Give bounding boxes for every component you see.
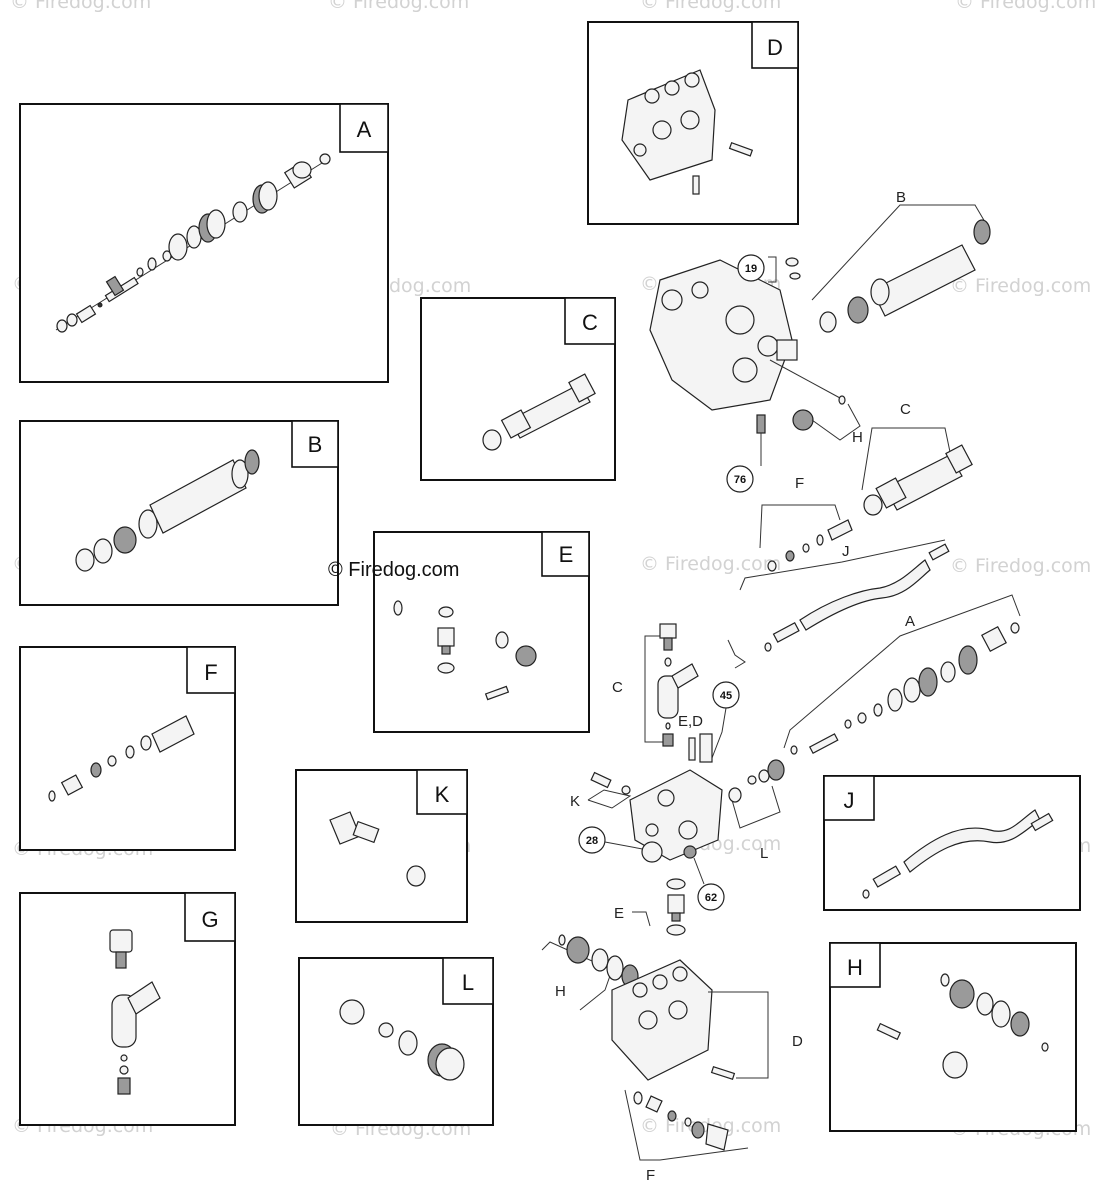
box-c-letter: C [582, 310, 598, 335]
box-a-letter: A [357, 117, 372, 142]
watermark: © Firedog.com [640, 0, 781, 13]
label-b: B [896, 189, 906, 206]
detail-box-h: H [829, 942, 1077, 1132]
lower-head-assembly: E H D F [541, 878, 803, 1184]
box-l-letter: L [462, 970, 474, 995]
bypass-fitting-parts [109, 929, 161, 1095]
outlet-tube-parts [482, 373, 596, 451]
label-f-bottom: F [646, 1167, 655, 1184]
box-k-letter: K [435, 782, 450, 807]
watermark: © Firedog.com [950, 555, 1091, 577]
callout-19: 19 [745, 263, 757, 275]
detail-box-a: A [19, 103, 389, 383]
box-b-letter: B [308, 432, 323, 457]
label-k: K [570, 793, 580, 810]
detail-box-j: J [823, 775, 1081, 911]
detail-box-e: E [373, 531, 590, 733]
watermark: © Firedog.com [955, 0, 1096, 13]
label-c-top: C [900, 401, 911, 418]
label-j: J [842, 543, 850, 560]
detail-box-g: G [19, 892, 236, 1126]
detail-box-f: F [19, 646, 236, 851]
callout-62: 62 [705, 892, 717, 904]
label-f-mid: F [795, 475, 804, 492]
callout-28: 28 [586, 835, 598, 847]
box-f-letter: F [204, 660, 217, 685]
inlet-fitting-parts [329, 811, 426, 887]
label-h: H [852, 429, 863, 446]
seal-kit-parts [339, 999, 465, 1081]
label-e: E [614, 905, 624, 922]
pump-body-assembly: B 19 H 76 [649, 189, 991, 493]
inlet-tube-parts [75, 449, 260, 572]
label-l: L [760, 845, 768, 862]
unloader-valve-parts [55, 153, 331, 333]
copyright-notice: © Firedog.com [328, 559, 459, 581]
label-d: D [792, 1033, 803, 1050]
detail-box-b: B [19, 420, 339, 606]
bypass-hose-parts [862, 809, 1054, 899]
injector-parts [48, 715, 195, 802]
detail-box-c: C [420, 297, 616, 481]
label-c-left: C [612, 679, 623, 696]
watermark: © Firedog.com [640, 553, 781, 575]
discharge-side-assembly: C F J A C [570, 401, 1021, 911]
label-e-d: E,D [678, 713, 703, 730]
box-j-letter: J [844, 788, 855, 813]
box-d-letter: D [767, 35, 783, 60]
box-h-letter: H [847, 955, 863, 980]
detail-box-d: D [587, 21, 799, 225]
detail-box-k: K [295, 769, 468, 923]
watermark: © Firedog.com [950, 275, 1091, 297]
label-a: A [905, 613, 915, 630]
check-valve-parts [393, 600, 537, 701]
label-h-bottom: H [555, 983, 566, 1000]
watermark: © Firedog.com [10, 0, 151, 13]
callout-76: 76 [734, 474, 746, 486]
callout-45: 45 [720, 690, 732, 702]
box-g-letter: G [201, 907, 218, 932]
detail-box-l: L [298, 957, 494, 1126]
manifold-head-parts [621, 69, 754, 195]
box-e-letter: E [559, 542, 574, 567]
oil-seal-parts [876, 973, 1049, 1079]
watermark: © Firedog.com [328, 0, 469, 13]
